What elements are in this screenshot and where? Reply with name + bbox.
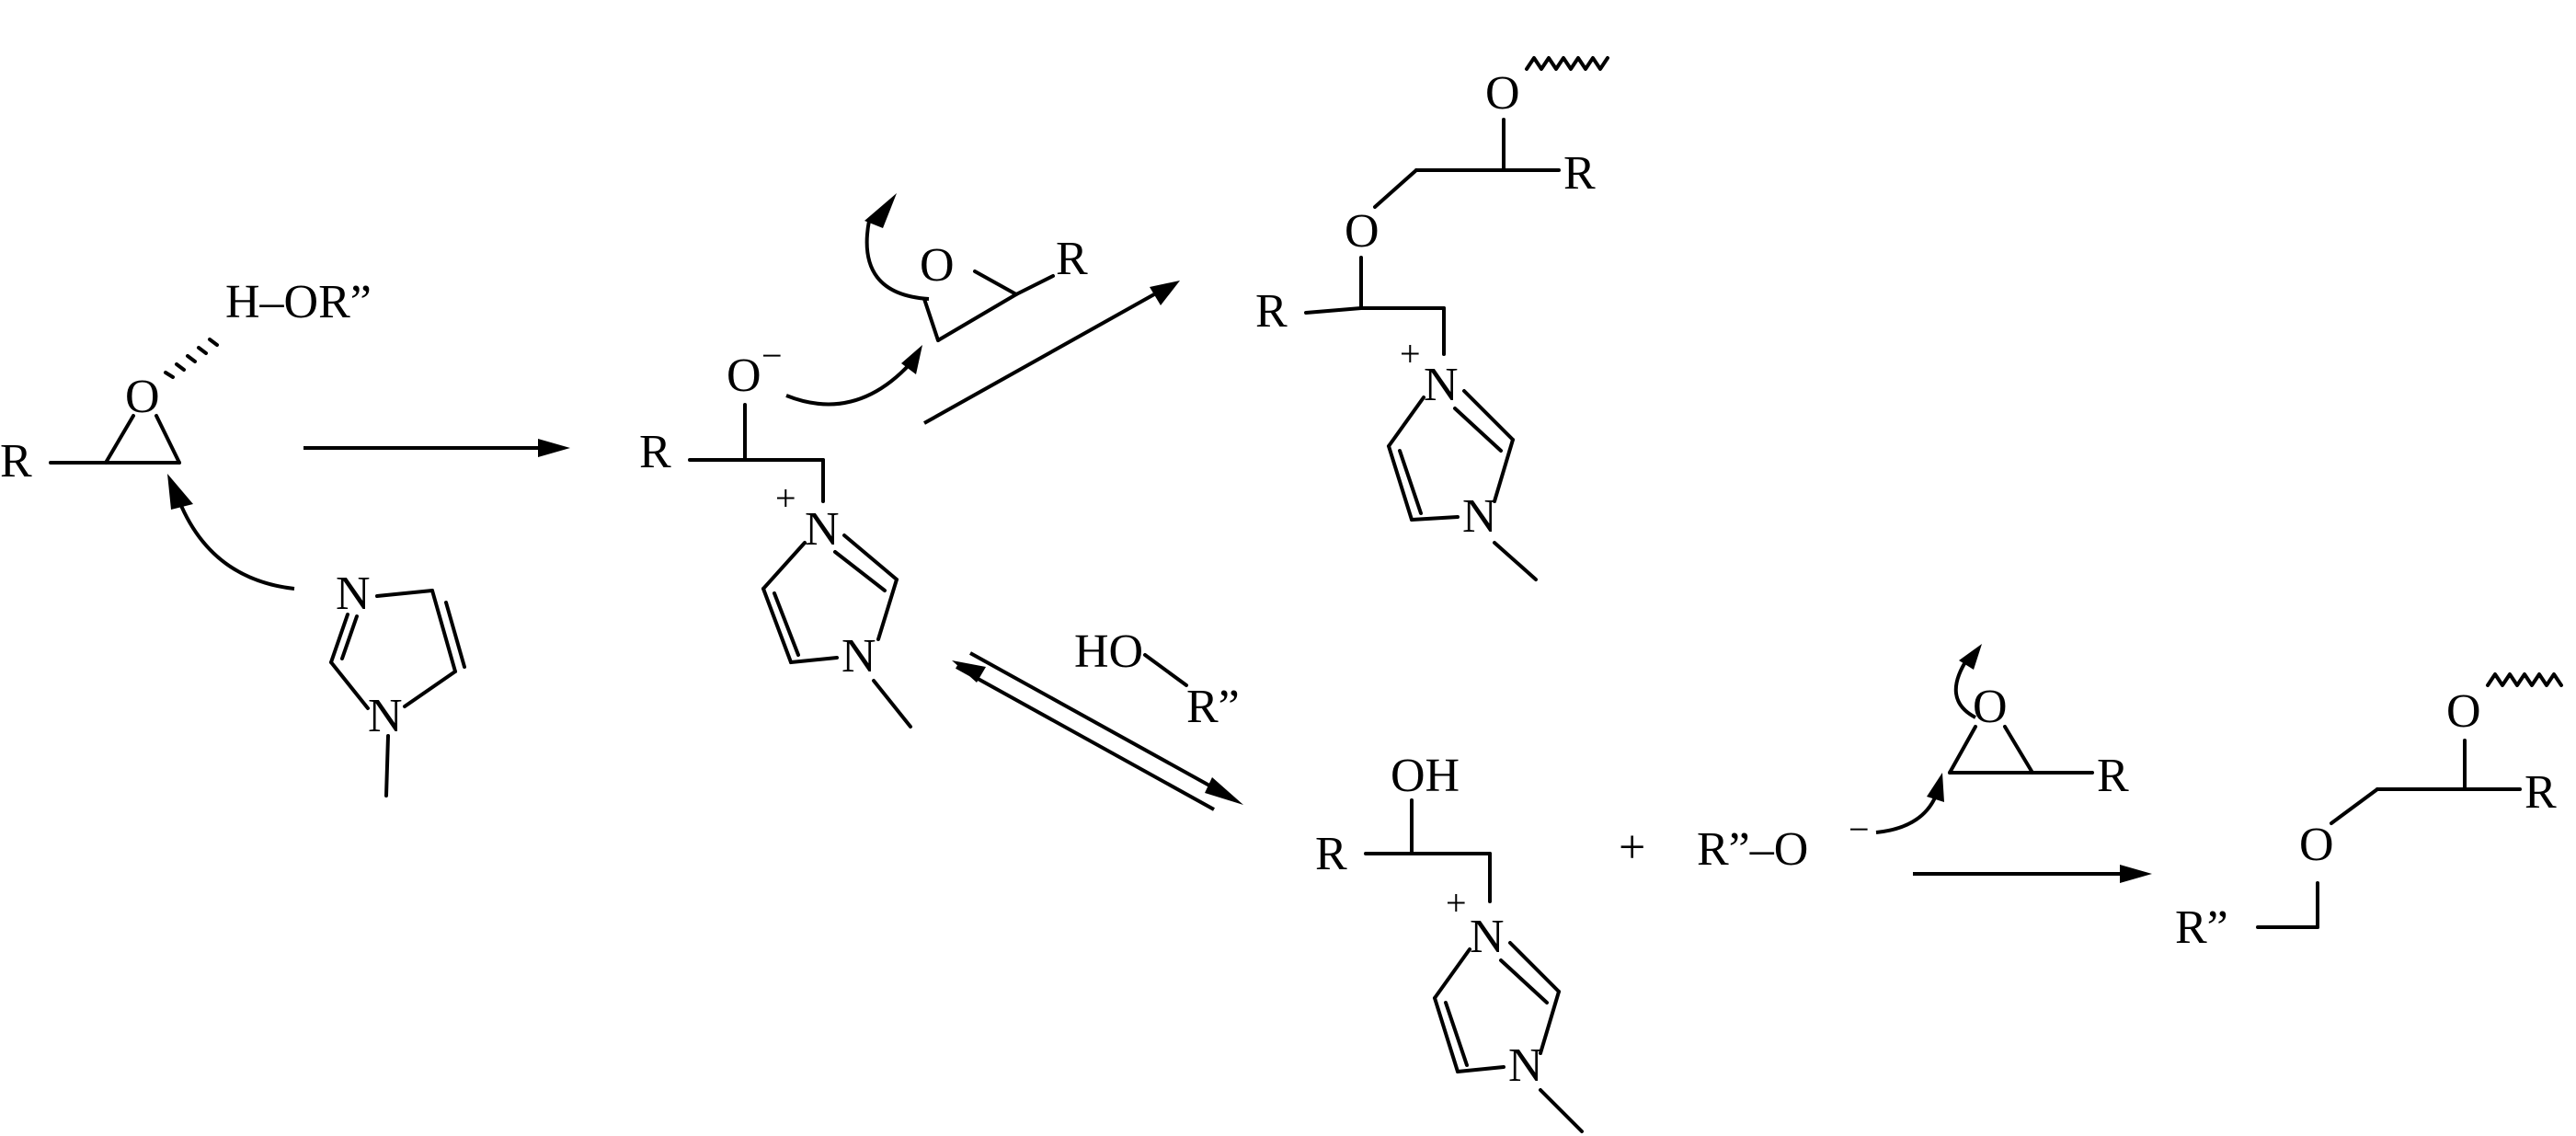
reaction-arrow-2 <box>923 281 1180 425</box>
alkoxide-charge: − <box>761 335 783 376</box>
imidazolium-charge: + <box>1446 882 1467 924</box>
imidazolium-charge: + <box>775 477 796 519</box>
chain-transfer-product: R” O R O <box>2175 672 2563 954</box>
imidazolium-charge: + <box>1400 333 1421 374</box>
r-label: R <box>1255 285 1288 338</box>
r-label: R <box>1056 233 1088 285</box>
plus-sign: + <box>1619 821 1645 874</box>
epoxide-oxygen: O <box>920 239 955 292</box>
protonated-intermediate: OH R + N N <box>1315 750 1584 1133</box>
epoxide-oxygen: O <box>1973 681 2008 733</box>
r-label: R <box>0 435 32 488</box>
epoxide-oxygen: O <box>125 371 160 423</box>
alkoxide-charge: − <box>1849 809 1870 850</box>
hydroxyl-label: OH <box>1391 750 1460 802</box>
ho-label: HO <box>1074 625 1143 678</box>
reaction-arrow-3 <box>1913 865 2152 883</box>
reaction-arrow-1 <box>303 439 570 457</box>
r-label: R <box>1315 828 1347 880</box>
alkoxide-oxygen: O <box>727 350 761 402</box>
equilibrium-arrow <box>952 651 1243 811</box>
ether-oxygen-2: O <box>2446 685 2481 738</box>
r-label: R <box>1563 147 1596 200</box>
zwitterion-intermediate: R O − + N N <box>639 335 912 729</box>
r-double-prime-label: R” <box>2175 901 2228 954</box>
propagation-product: R O R O + N N <box>1255 56 1609 581</box>
second-epoxide: O R <box>864 193 1088 342</box>
r-label: R <box>2097 750 2129 802</box>
curved-arrow-attack-1 <box>167 474 295 591</box>
r-label: R <box>2524 766 2557 819</box>
ether-oxygen-1: O <box>1345 205 1380 258</box>
hydrogen-bond-hash <box>164 338 219 379</box>
alkoxide-reagent: R”–O − <box>1697 773 1944 876</box>
imidazolium-n3: N <box>1470 911 1505 963</box>
imidazolium-n3: N <box>1424 359 1459 411</box>
ether-oxygen-1: O <box>2299 819 2334 871</box>
imidazolium-n1: N <box>841 630 876 683</box>
imidazolium-n1: N <box>1462 490 1497 543</box>
r-label: R <box>639 426 671 478</box>
h-or-label: H–OR” <box>225 276 372 328</box>
imidazolium-n3: N <box>805 503 840 556</box>
curved-arrow-attack-2 <box>785 345 922 407</box>
r-double-prime-alkoxide-label: R”–O <box>1697 823 1808 876</box>
alcohol-reagent: HO R” <box>1074 625 1240 733</box>
imidazole-n3: N <box>336 568 371 620</box>
third-epoxide: O R <box>1948 644 2129 802</box>
imidazole-n1: N <box>368 690 403 742</box>
imidazolium-n1: N <box>1508 1039 1543 1092</box>
r-double-prime-label: R” <box>1186 681 1240 733</box>
methylimidazole-reactant: N N <box>329 568 466 797</box>
epoxide-reactant: R O H–OR” <box>0 276 372 488</box>
ether-oxygen-2: O <box>1485 67 1520 120</box>
